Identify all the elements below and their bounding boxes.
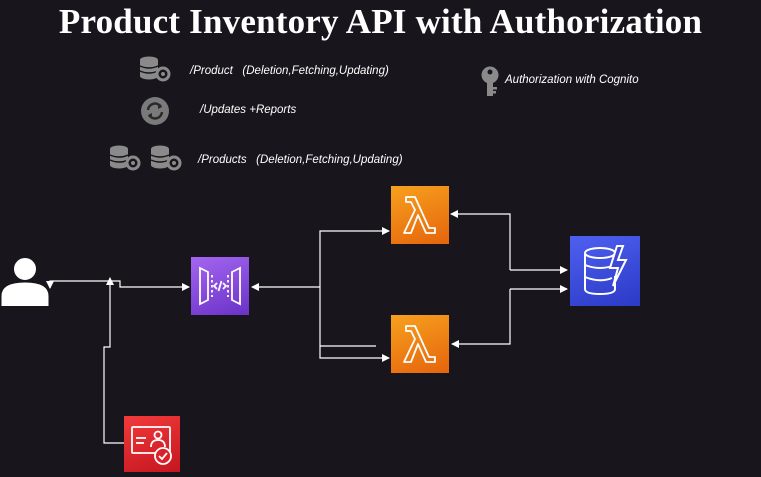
lambda-icon [391,315,449,373]
dynamodb-icon [570,236,640,306]
legend-auth-label: Authorization with Cognito [505,74,639,86]
arrow-to-lambda-top [319,227,390,287]
legend-product-label: /Product (Deletion,Fetching,Updating) [190,65,389,77]
database-gear-icon [150,145,182,171]
arrow-to-lambda-top-return [450,210,511,270]
arrow-to-lambda-bottom-return [451,289,511,348]
arrow-to-api-gateway [110,280,190,291]
arrow-to-user [46,280,110,289]
legend-products-label: /Products (Deletion,Fetching,Updating) [198,154,403,166]
key-icon [481,66,499,96]
cognito-icon [124,416,180,472]
api-gateway-icon [191,257,249,315]
lambda-icon [391,186,449,244]
legend-updates-label: /Updates +Reports [200,104,297,116]
arrow-to-lambda-bottom [319,287,390,362]
database-gear-icon [139,56,171,82]
database-gear-icon [109,145,141,171]
sync-icon [141,97,169,125]
user-icon [0,257,50,306]
arrow-from-cognito [103,277,124,444]
page-title: Product Inventory API with Authorization [58,2,703,41]
